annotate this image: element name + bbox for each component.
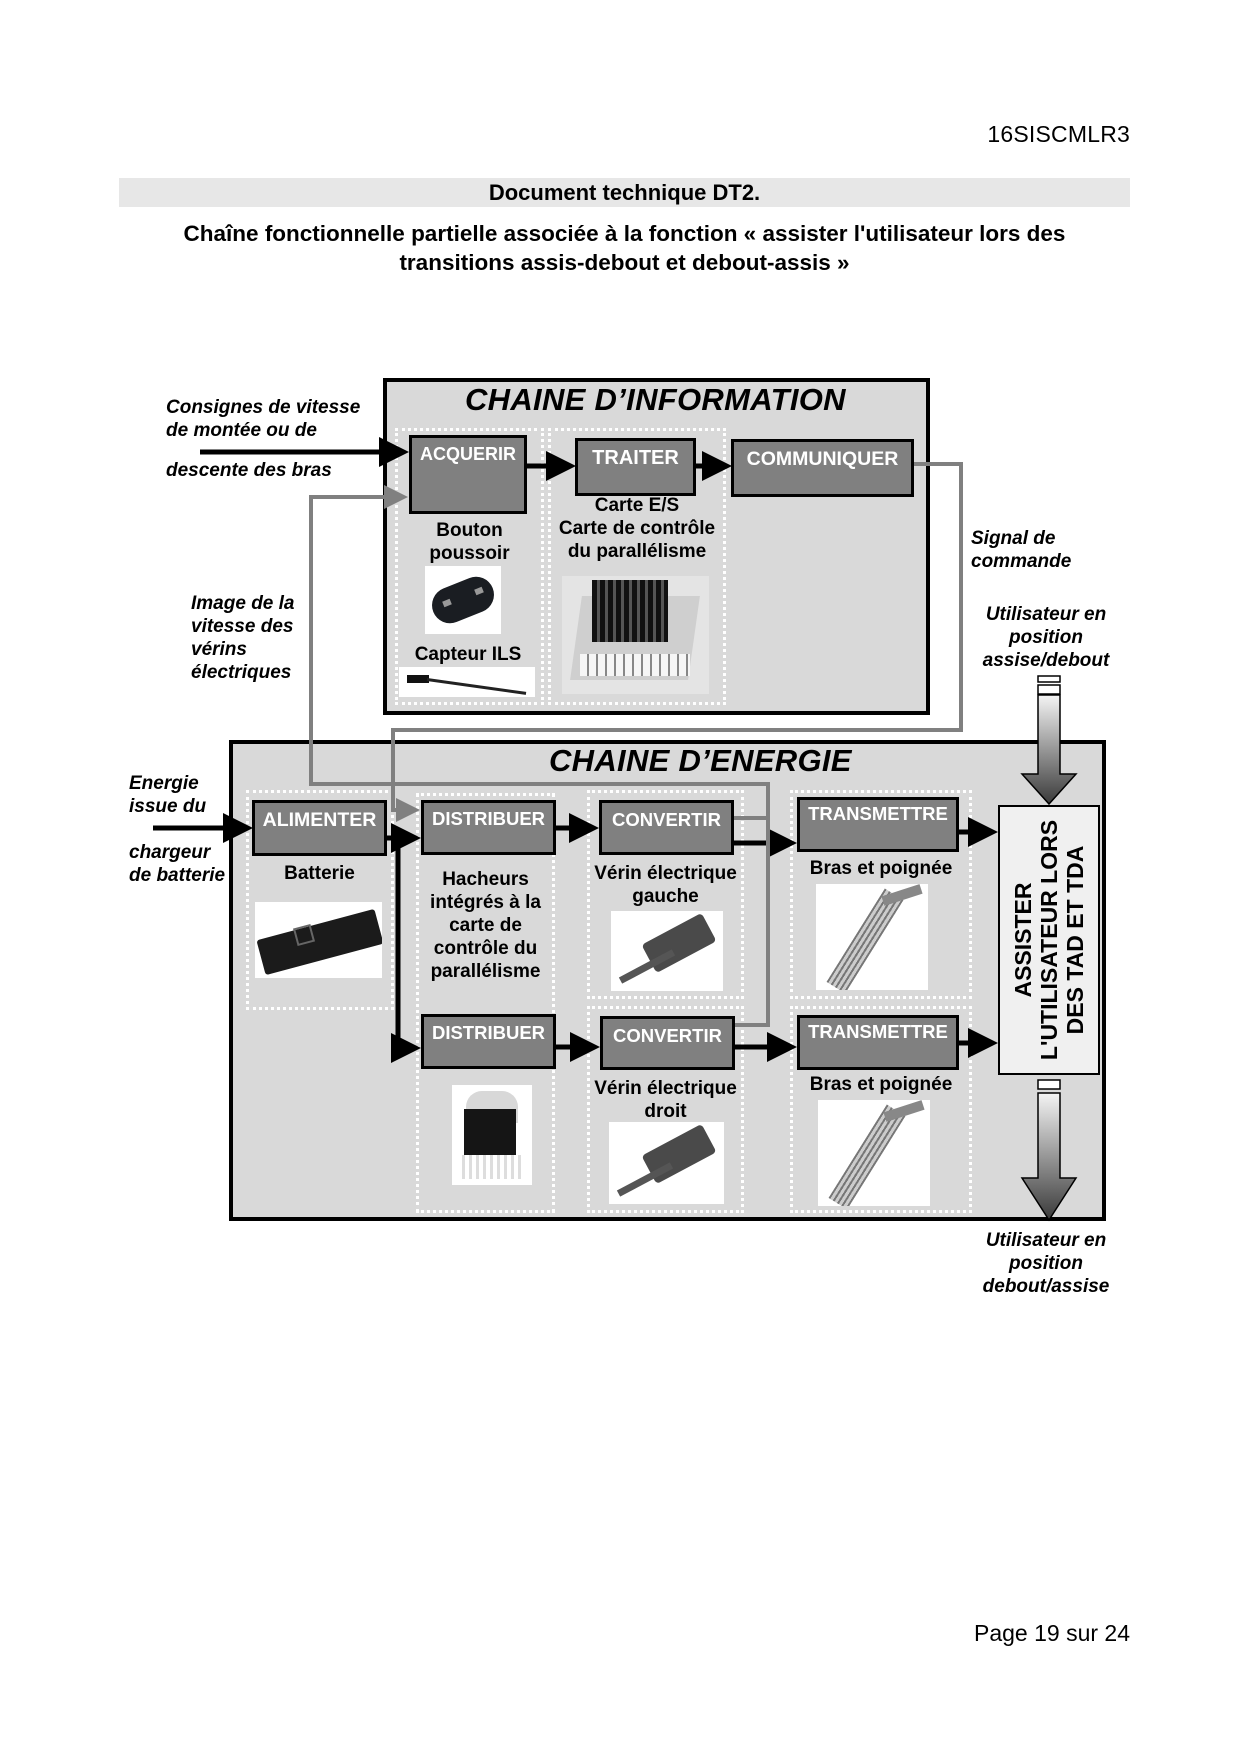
- caption-verin-droit: Vérin électrique droit: [594, 1078, 737, 1122]
- user-output-arrow: [1020, 1079, 1078, 1222]
- batterie-photo: [255, 902, 382, 978]
- wire-signal-commande: [391, 462, 963, 822]
- subtitle-line-2: transitions assis-debout et debout-assis…: [399, 250, 850, 275]
- label-image-vitesse: Image de la vitesse des vérins électriqu…: [191, 593, 295, 683]
- distribuer-group: [416, 793, 555, 1213]
- function-convertir-top: CONVERTIR: [599, 800, 734, 855]
- caption-carte: Carte E/S Carte de contrôle du paralléli…: [558, 495, 716, 562]
- information-chain-title: CHAINE D’INFORMATION: [465, 382, 846, 417]
- caption-verin-gauche: Vérin électrique gauche: [594, 863, 737, 907]
- bras-top-photo: [816, 884, 928, 990]
- document-subtitle: Chaîne fonctionnelle partielle associée …: [119, 219, 1130, 277]
- function-acquerir: ACQUERIR: [409, 435, 527, 514]
- caption-hacheurs: Hacheurs intégrés à la carte de contrôle…: [430, 869, 541, 982]
- function-distribuer-bottom: DISTRIBUER: [421, 1014, 556, 1069]
- transmettre-bottom-group: [790, 1006, 972, 1213]
- final-function-box: ASSISTER L'UTILISATEUR LORS DES TAD ET T…: [998, 805, 1100, 1075]
- label-utilisateur-entree: Utilisateur en position assise/debout: [982, 604, 1110, 671]
- caption-bouton-poussoir: Bouton poussoir: [429, 520, 510, 564]
- caption-capteur-ils: Capteur ILS: [414, 644, 522, 665]
- energy-chain-title: CHAINE D’ENERGIE: [549, 743, 852, 778]
- document-code: 16SISCMLR3: [987, 121, 1130, 147]
- function-traiter: TRAITER: [575, 438, 696, 496]
- bras-bottom-photo: [818, 1100, 930, 1206]
- traiter-group: [548, 428, 726, 705]
- transmettre-top-group: [790, 790, 972, 999]
- function-communiquer: COMMUNIQUER: [731, 439, 914, 497]
- convertir-top-group: [587, 790, 744, 999]
- document-title: Document technique DT2.: [488, 180, 761, 205]
- hacheur-component-photo: [452, 1085, 532, 1185]
- function-transmettre-bottom: TRANSMETTRE: [797, 1015, 959, 1070]
- wire-image-vitesse: [309, 485, 770, 1027]
- bouton-poussoir-photo: [425, 566, 501, 634]
- alimenter-group: [246, 790, 394, 1010]
- function-transmettre-top: TRANSMETTRE: [797, 797, 959, 852]
- label-energie: Energie issue du chargeur de batterie: [129, 773, 226, 886]
- caption-bras-bottom: Bras et poignée: [809, 1074, 953, 1095]
- document-title-bar: Document technique DT2.: [119, 178, 1130, 207]
- function-convertir-bottom: CONVERTIR: [600, 1016, 735, 1070]
- subtitle-line-1: Chaîne fonctionnelle partielle associée …: [183, 221, 1066, 246]
- verin-gauche-photo: [611, 911, 723, 991]
- label-utilisateur-sortie: Utilisateur en position debout/assise: [982, 1230, 1110, 1297]
- verin-droit-photo: [609, 1122, 724, 1204]
- function-alimenter: ALIMENTER: [252, 800, 387, 856]
- arrow-alimenter-to-distribuer-bottom: [391, 838, 421, 1063]
- page-number: Page 19 sur 24: [973, 1620, 1130, 1646]
- function-distribuer-top: DISTRIBUER: [421, 800, 556, 855]
- acquerir-group: [395, 428, 544, 705]
- capteur-ils-photo: [399, 667, 535, 697]
- carte-controle-photo: [562, 576, 709, 694]
- caption-batterie: Batterie: [284, 863, 355, 884]
- convertir-bottom-group: [587, 1006, 744, 1213]
- user-input-arrow: [1020, 675, 1078, 806]
- label-consignes: Consignes de vitesse de montée ou de des…: [166, 397, 361, 481]
- label-signal-commande: Signal de commande: [971, 528, 1072, 572]
- caption-bras-top: Bras et poignée: [809, 858, 953, 879]
